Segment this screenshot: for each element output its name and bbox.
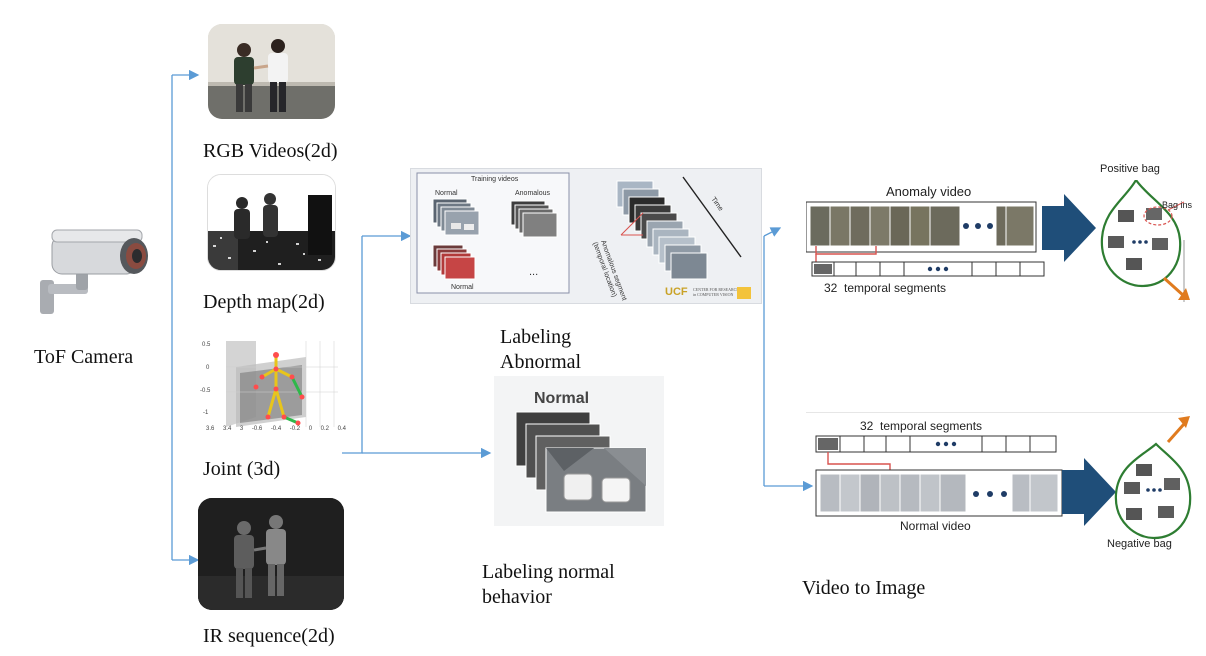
normal-segments-text: temporal segments	[880, 419, 982, 433]
labeling-abnormal-panel: Training videos Normal Anomalous Normal …	[410, 168, 762, 304]
labeling-abnormal-line1: Labeling	[500, 326, 572, 348]
video-to-image-label: Video to Image	[802, 577, 926, 599]
ucf-caption-2: in COMPUTER VISION	[693, 292, 733, 297]
normal-video-block: 32 temporal segments Normal video	[806, 412, 1206, 552]
joint-x-tick: 0	[308, 426, 313, 432]
camera-label: ToF Camera	[34, 346, 134, 368]
anomaly-video-block: Anomaly video 32 temporal segments	[806, 180, 1206, 305]
bag-instance-text: Bag ins	[1162, 200, 1193, 210]
training-videos-text: Training videos	[471, 176, 519, 183]
joint-y-tick: -1	[203, 410, 209, 416]
normal-segments-count: 32	[860, 419, 874, 433]
joint-label: Joint (3d)	[203, 458, 281, 480]
arrow-to-anomaly-video	[763, 227, 782, 237]
labeling-abnormal-line2: Abnormal	[500, 351, 582, 373]
anomaly-segments-count: 32	[824, 281, 838, 295]
joint-y-tick: -0.5	[200, 388, 211, 394]
depth-map-label: Depth map(2d)	[203, 291, 325, 313]
labeling-normal-label: Labeling normal behavior	[482, 560, 615, 610]
joint-y-tick: 0	[206, 365, 210, 371]
anomalous-text: Anomalous	[515, 190, 551, 197]
anomaly-video-title: Anomaly video	[886, 184, 971, 199]
rgb-videos-label: RGB Videos(2d)	[203, 140, 338, 162]
normal-text: Normal	[435, 190, 458, 197]
labeling-normal-panel: Normal	[494, 376, 664, 526]
time-text: Time	[709, 196, 724, 213]
depth-map-thumbnail	[207, 174, 336, 271]
joint-x-tick: 0.4	[337, 426, 346, 432]
ucf-caption-1: CENTER FOR RESEARCH	[693, 287, 739, 292]
ir-sequence-thumbnail	[198, 498, 344, 610]
joint-x-tick: -0.4	[270, 426, 282, 432]
joint-x-tick: -0.6	[251, 426, 263, 432]
joint-x-tick: 3	[239, 426, 244, 432]
anomaly-segments-text: temporal segments	[844, 281, 946, 295]
joint-x-tick: -0.2	[289, 426, 301, 432]
positive-bag-label: Positive bag	[1100, 163, 1160, 175]
labeling-normal-line1: Labeling normal	[482, 561, 615, 583]
negative-bag-label: Negative bag	[1107, 538, 1172, 550]
joint-x-ticks: 3.6 3.4 3 -0.6 -0.4 -0.2 0 0.2 0.4	[206, 426, 346, 432]
rgb-video-thumbnail	[208, 24, 335, 119]
normal-video-title: Normal video	[900, 519, 971, 533]
joint-y-tick: 0.5	[202, 342, 211, 348]
normal-title: Normal	[534, 390, 589, 407]
labeling-normal-line2: behavior	[482, 586, 552, 608]
normal-text-2: Normal	[451, 284, 474, 291]
ir-sequence-label: IR sequence(2d)	[203, 625, 335, 647]
ellipsis-text: ...	[529, 266, 538, 278]
joint-x-tick: 0.2	[320, 426, 330, 432]
labeling-abnormal-label: Labeling Abnormal	[500, 325, 581, 375]
joint-skeleton-plot	[196, 337, 346, 445]
joint-x-tick: 3.4	[222, 426, 232, 432]
joint-x-tick: 3.6	[206, 426, 215, 432]
ucf-logo: UCF	[665, 286, 688, 298]
camera-icon	[30, 222, 155, 322]
